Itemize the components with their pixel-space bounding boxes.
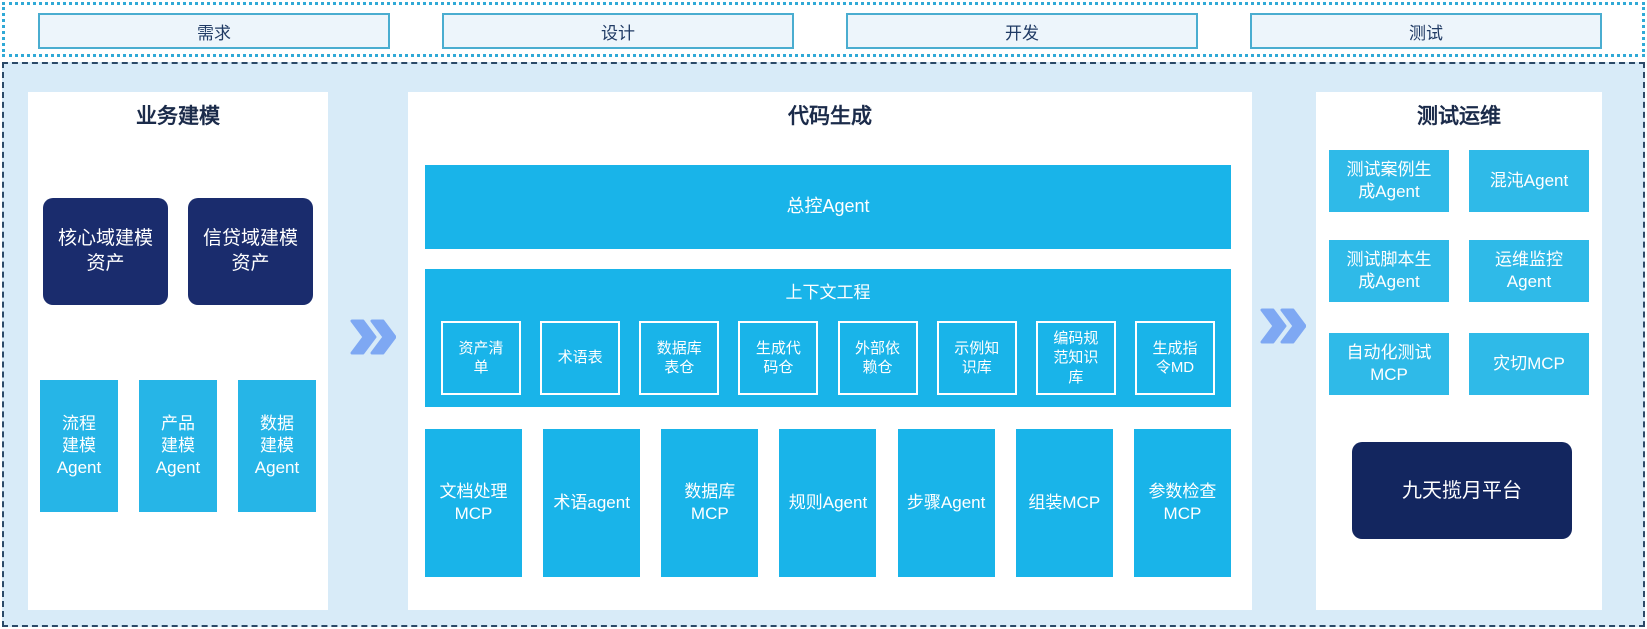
panel-title: 代码生成 bbox=[788, 105, 872, 128]
tool-box-row: 文档处理 MCP 术语agent 数据库 MCP 规则Agent 步骤Agent… bbox=[425, 429, 1231, 577]
panel-title: 业务建模 bbox=[136, 105, 220, 128]
phase-label: 设计 bbox=[601, 23, 635, 43]
terminology-agent-box: 术语agent bbox=[543, 429, 641, 577]
phase-label: 测试 bbox=[1409, 23, 1443, 43]
assembly-mcp-box: 组装MCP bbox=[1015, 429, 1113, 577]
rule-agent-box: 规则Agent bbox=[779, 429, 877, 577]
generation-instruction-md-box: 生成指 令MD bbox=[1134, 321, 1215, 395]
document-processing-mcp-box: 文档处理 MCP bbox=[425, 429, 522, 577]
ops-box-row: 测试案例生 成Agent 混沌Agent bbox=[1316, 150, 1602, 212]
modeling-agent-row: 流程 建模 Agent 产品 建模 Agent 数据 建模 Agent bbox=[28, 380, 328, 512]
automated-testing-mcp-box: 自动化测试 MCP bbox=[1329, 333, 1449, 395]
phase-label: 需求 bbox=[197, 23, 231, 43]
process-modeling-agent-box: 流程 建模 Agent bbox=[40, 380, 118, 512]
coding-standard-knowledge-base-box: 编码规 范知识 库 bbox=[1035, 321, 1116, 395]
phase-design: 设计 bbox=[442, 13, 794, 49]
phase-requirements: 需求 bbox=[38, 13, 390, 49]
core-domain-assets-box: 核心域建模 资产 bbox=[43, 198, 168, 305]
ops-monitoring-agent-box: 运维监控 Agent bbox=[1469, 240, 1589, 302]
step-agent-box: 步骤Agent bbox=[897, 429, 995, 577]
asset-box-row: 核心域建模 资产 信贷域建模 资产 bbox=[28, 198, 328, 305]
database-table-repo-box: 数据库 表仓 bbox=[639, 321, 720, 395]
disaster-switch-mcp-box: 灾切MCP bbox=[1469, 333, 1589, 395]
master-control-agent-bar: 总控Agent bbox=[425, 165, 1231, 249]
main-band: 业务建模 核心域建模 资产 信贷域建模 资产 流程 建模 Agent 产品 建模… bbox=[2, 62, 1645, 627]
context-engineering-box: 上下文工程 资产清 单 术语表 数据库 表仓 生成代 码仓 外部依 赖仓 示例知… bbox=[425, 269, 1231, 407]
test-script-generation-agent-box: 测试脚本生 成Agent bbox=[1329, 240, 1449, 302]
example-knowledge-base-box: 示例知 识库 bbox=[936, 321, 1017, 395]
panel-business-modeling: 业务建模 核心域建模 资产 信贷域建模 资产 流程 建模 Agent 产品 建模… bbox=[28, 92, 328, 610]
chevron-double-right-icon bbox=[350, 319, 397, 355]
asset-list-box: 资产清 单 bbox=[441, 321, 521, 395]
generated-code-repo-box: 生成代 码仓 bbox=[738, 321, 819, 395]
parameter-check-mcp-box: 参数检查 MCP bbox=[1133, 429, 1231, 577]
panel-test-ops: 测试运维 测试案例生 成Agent 混沌Agent 测试脚本生 成Agent 运… bbox=[1316, 92, 1602, 610]
ops-box-row: 自动化测试 MCP 灾切MCP bbox=[1316, 333, 1602, 395]
test-case-generation-agent-box: 测试案例生 成Agent bbox=[1329, 150, 1449, 212]
phase-band: 需求 设计 开发 测试 bbox=[2, 2, 1645, 57]
glossary-box: 术语表 bbox=[540, 321, 621, 395]
panel-title: 测试运维 bbox=[1417, 105, 1501, 128]
panel-code-generation: 代码生成 总控Agent 上下文工程 资产清 单 术语表 数据库 表仓 生成代 … bbox=[408, 92, 1252, 610]
phase-testing: 测试 bbox=[1250, 13, 1602, 49]
data-modeling-agent-box: 数据 建模 Agent bbox=[238, 380, 316, 512]
jiutian-lanyue-platform-box: 九天揽月平台 bbox=[1352, 442, 1572, 539]
chaos-agent-box: 混沌Agent bbox=[1469, 150, 1589, 212]
phase-development: 开发 bbox=[846, 13, 1198, 49]
ops-box-row: 测试脚本生 成Agent 运维监控 Agent bbox=[1316, 240, 1602, 302]
product-modeling-agent-box: 产品 建模 Agent bbox=[139, 380, 217, 512]
context-item-row: 资产清 单 术语表 数据库 表仓 生成代 码仓 外部依 赖仓 示例知 识库 编码… bbox=[425, 321, 1231, 395]
chevron-double-right-icon bbox=[1260, 308, 1307, 344]
credit-domain-assets-box: 信贷域建模 资产 bbox=[188, 198, 313, 305]
phase-label: 开发 bbox=[1005, 23, 1039, 43]
database-mcp-box: 数据库 MCP bbox=[661, 429, 759, 577]
context-engineering-title: 上下文工程 bbox=[785, 283, 871, 302]
external-dependency-repo-box: 外部依 赖仓 bbox=[837, 321, 918, 395]
